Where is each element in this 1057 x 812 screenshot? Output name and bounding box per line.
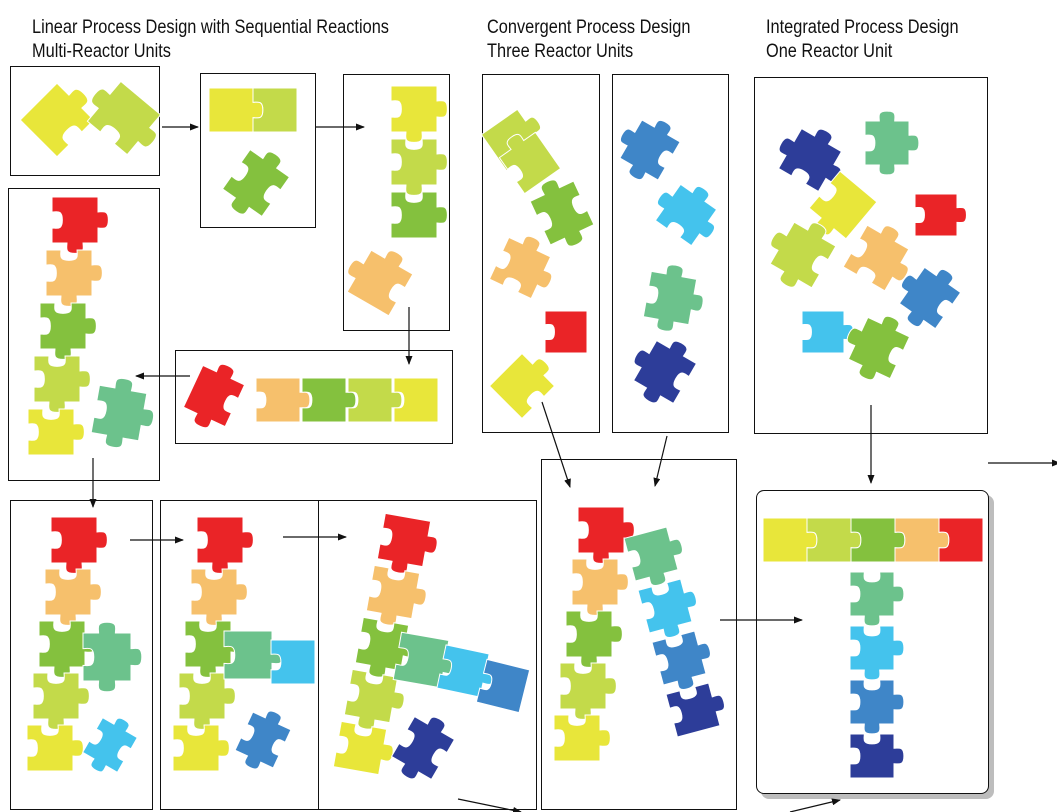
convR-a-0-piece bbox=[577, 506, 635, 564]
int-green-piece bbox=[846, 315, 911, 381]
arrow-branch3-to-result bbox=[457, 798, 522, 812]
int-red-piece bbox=[914, 193, 967, 237]
step3-2-piece bbox=[390, 191, 448, 239]
branch2-1-piece bbox=[190, 568, 248, 626]
convR-a-4-piece bbox=[553, 714, 611, 762]
convR-b-3-piece bbox=[665, 682, 725, 738]
branch2-4-piece bbox=[172, 724, 230, 772]
convA-yellow-piece bbox=[488, 352, 556, 420]
int-darkblue-piece bbox=[777, 127, 843, 193]
step2-yellowgreen-piece bbox=[252, 87, 298, 133]
int-orange-piece bbox=[842, 224, 910, 292]
branch1-3-piece bbox=[32, 672, 90, 730]
linear-process-subtitle: Multi-Reactor Units bbox=[32, 41, 171, 62]
step5-4-piece bbox=[27, 408, 85, 456]
int-yellow-piece bbox=[808, 170, 878, 240]
convA-red-piece bbox=[544, 310, 588, 354]
convB-tealgreen-piece bbox=[642, 264, 704, 332]
step2-green-piece bbox=[221, 148, 291, 218]
branch2-lightblue-piece bbox=[270, 639, 316, 685]
arrow-convB-to-result bbox=[653, 435, 668, 487]
step5-2-piece bbox=[39, 302, 97, 360]
convR-a-3-piece bbox=[559, 662, 617, 720]
convergent-process-subtitle: Three Reactor Units bbox=[487, 41, 634, 62]
branch3-4-piece bbox=[332, 720, 394, 776]
step1-yellow-piece bbox=[19, 82, 95, 158]
step3-0-piece bbox=[390, 85, 448, 143]
convR-a-1-piece bbox=[571, 558, 629, 616]
integrated-process-title: Integrated Process Design bbox=[766, 17, 959, 38]
branch1-1-piece bbox=[44, 568, 102, 626]
step4-red-piece bbox=[182, 363, 246, 429]
convR-b-2-piece bbox=[651, 630, 711, 690]
step5-3-piece bbox=[33, 355, 91, 413]
branch3-3-piece bbox=[343, 668, 405, 730]
branch1-4-piece bbox=[26, 724, 84, 772]
step3-orange-piece bbox=[346, 249, 414, 317]
int-midblue-piece bbox=[898, 266, 962, 330]
intR-col-dark_blue-piece bbox=[849, 733, 905, 779]
convB-midblue-piece bbox=[619, 119, 681, 181]
convR-b-0-piece bbox=[623, 526, 683, 586]
step5-1-piece bbox=[45, 249, 103, 307]
convA-yg2-piece bbox=[498, 131, 562, 195]
intR-col-light_blue-piece bbox=[849, 625, 905, 681]
convA-orange-piece bbox=[488, 235, 553, 300]
step4-yellow-piece bbox=[393, 377, 439, 423]
intR-row-red-piece bbox=[938, 517, 984, 563]
intR-col-teal_green-piece bbox=[849, 571, 905, 627]
int-yellowgreen-piece bbox=[769, 221, 837, 289]
branch3-0-piece bbox=[376, 512, 438, 574]
branch1-lightblue-piece bbox=[81, 716, 139, 774]
intR-col-mid_blue-piece bbox=[849, 679, 905, 735]
convR-a-2-piece bbox=[565, 610, 623, 668]
branch3-darkblue-piece bbox=[390, 715, 456, 781]
convA-green-piece bbox=[529, 179, 595, 247]
branch1-0-piece bbox=[50, 516, 108, 574]
int-tealgreen-piece bbox=[864, 110, 920, 176]
branch3-midblue-piece bbox=[475, 658, 531, 714]
branch3-1-piece bbox=[365, 564, 427, 626]
step3-1-piece bbox=[390, 138, 448, 196]
convB-lightblue-piece bbox=[654, 183, 718, 247]
step1-yellowgreen-piece bbox=[86, 80, 162, 156]
convR-b-1-piece bbox=[637, 578, 697, 638]
convB-darkblue-piece bbox=[632, 339, 698, 405]
integrated-process-subtitle: One Reactor Unit bbox=[766, 41, 893, 62]
arrow-convA-to-result bbox=[541, 401, 571, 488]
step5-tealgreen-piece bbox=[90, 377, 155, 449]
linear-process-title: Linear Process Design with Sequential Re… bbox=[32, 17, 389, 38]
branch2-3-piece bbox=[178, 672, 236, 730]
int-lightblue-piece bbox=[801, 310, 854, 354]
branch2-0-piece bbox=[196, 516, 254, 574]
step4-green-piece bbox=[301, 377, 357, 423]
step5-0-piece bbox=[51, 196, 109, 254]
branch2-midblue-piece bbox=[234, 710, 292, 770]
branch1-tealgreen-piece bbox=[82, 621, 143, 693]
step4-yellow_green-piece bbox=[347, 377, 403, 423]
arrow-bottom-to-result bbox=[789, 798, 841, 812]
convergent-process-title: Convergent Process Design bbox=[487, 17, 691, 38]
step4-orange-piece bbox=[255, 377, 311, 423]
